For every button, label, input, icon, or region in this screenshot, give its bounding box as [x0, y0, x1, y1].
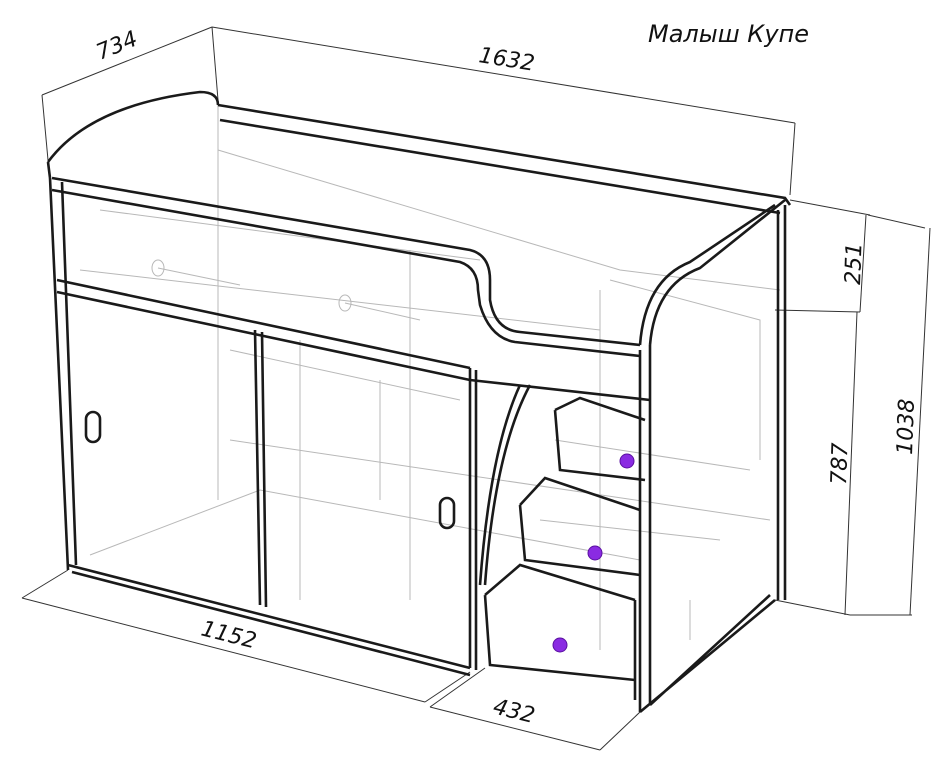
left-door-handle[interactable] — [84, 410, 102, 444]
hidden-lines — [79, 105, 781, 650]
dimension-lines — [21, 26, 931, 751]
drawer-knobs[interactable] — [552, 453, 635, 653]
door-handles[interactable] — [84, 410, 456, 530]
dim-bed-height: 787 — [827, 442, 853, 485]
dim-wardrobe-width: 1152 — [199, 617, 259, 655]
drawer-knob-bottom[interactable] — [552, 637, 568, 653]
dim-total-height: 1038 — [893, 398, 920, 455]
right-door-handle[interactable] — [438, 496, 456, 530]
dim-depth: 734 — [93, 27, 141, 66]
bed-outline — [46, 90, 792, 714]
drawer-knob-top[interactable] — [619, 453, 635, 469]
dim-guard-height: 251 — [841, 242, 867, 285]
product-title: Малыш Купе — [648, 20, 809, 48]
drawer-knob-middle[interactable] — [587, 545, 603, 561]
